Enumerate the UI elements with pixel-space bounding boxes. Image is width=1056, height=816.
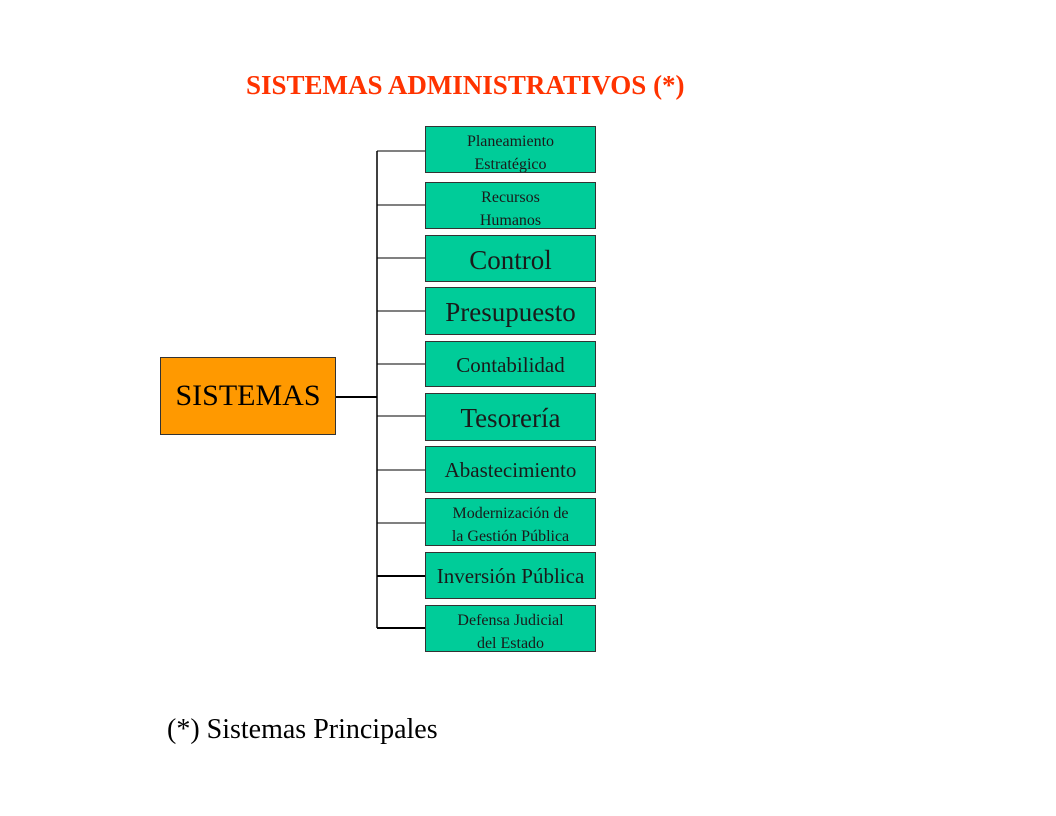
node-label: Control bbox=[469, 245, 552, 275]
node-label: Presupuesto bbox=[445, 297, 576, 327]
node-planeamiento-estrategico: Planeamiento Estratégico bbox=[425, 126, 596, 173]
root-node-label: SISTEMAS bbox=[175, 379, 321, 412]
node-label-line2: Estratégico bbox=[474, 156, 547, 173]
footnote: (*) Sistemas Principales bbox=[167, 714, 438, 745]
node-presupuesto: Presupuesto bbox=[425, 287, 596, 335]
node-inversion-publica: Inversión Pública bbox=[425, 552, 596, 599]
root-node-sistemas: SISTEMAS bbox=[160, 357, 336, 435]
node-label-line1: Modernización de bbox=[452, 505, 569, 522]
node-label-line2: del Estado bbox=[476, 635, 545, 652]
node-defensa-judicial-estado: Defensa Judicial del Estado bbox=[425, 605, 596, 652]
node-modernizacion-gestion-publica: Modernización de la Gestión Pública bbox=[425, 498, 596, 546]
node-label: Tesorería bbox=[460, 403, 561, 433]
node-abastecimiento: Abastecimiento bbox=[425, 446, 596, 493]
node-tesoreria: Tesorería bbox=[425, 393, 596, 441]
node-recursos-humanos: Recursos Humanos bbox=[425, 182, 596, 229]
node-label-line1: Planeamiento bbox=[466, 133, 555, 150]
node-label: Inversión Pública bbox=[436, 564, 585, 588]
node-contabilidad: Contabilidad bbox=[425, 341, 596, 387]
node-label-line1: Recursos bbox=[481, 189, 540, 206]
node-control: Control bbox=[425, 235, 596, 282]
node-label-line2: la Gestión Pública bbox=[451, 528, 570, 545]
node-label: Abastecimiento bbox=[444, 458, 577, 482]
node-label-line1: Defensa Judicial bbox=[457, 612, 564, 629]
node-label-line2: Humanos bbox=[479, 212, 542, 229]
diagram-title: SISTEMAS ADMINISTRATIVOS (*) bbox=[246, 70, 685, 100]
node-label: Contabilidad bbox=[456, 353, 565, 377]
